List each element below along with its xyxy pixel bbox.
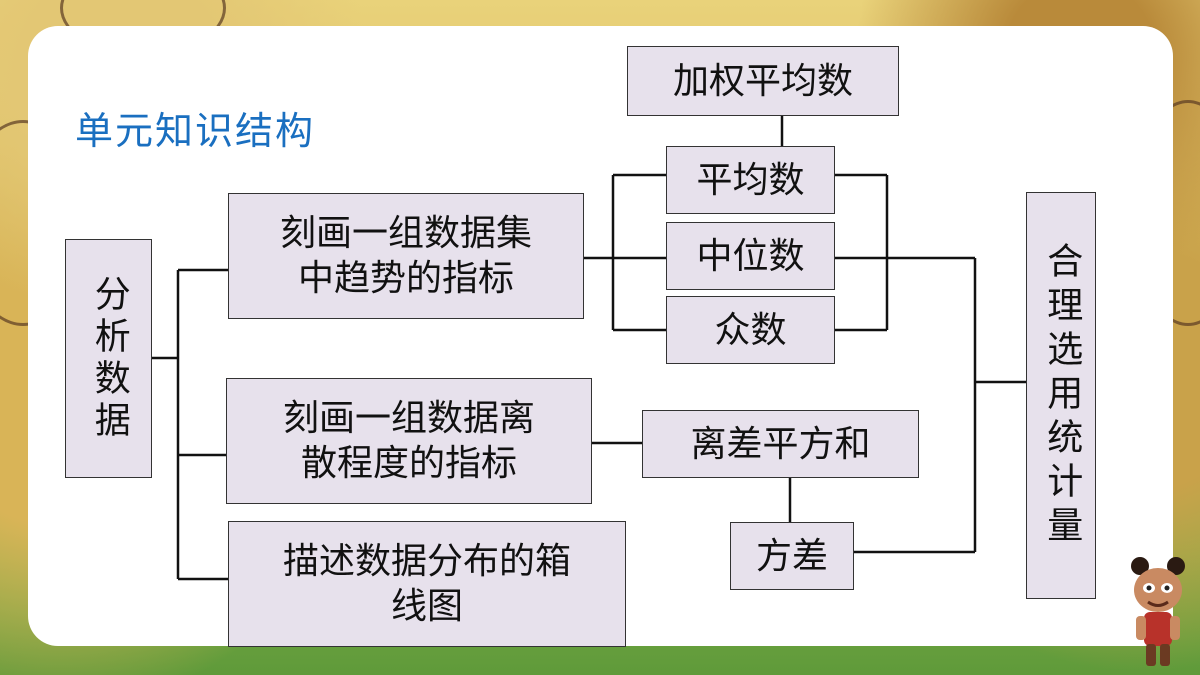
node-central-tendency-line1: 刻画一组数据集	[279, 213, 532, 254]
timestamp-text: 2026年4月14日 星期二19时34分16秒	[750, 624, 1014, 642]
cartoon-character-icon	[1131, 557, 1185, 666]
node-sum-squared-deviation: 离差平方和	[642, 410, 919, 478]
section-heading: 单元知识结构	[75, 109, 316, 153]
node-analyze-data: 分析数据	[65, 239, 152, 478]
node-central-tendency-line2: 中趋势的指标	[297, 258, 514, 299]
node-boxplot-line2: 线图	[390, 586, 463, 627]
node-mean: 平均数	[666, 146, 835, 214]
node-central-tendency: 刻画一组数据集 中趋势的指标	[228, 193, 584, 319]
node-dispersion: 刻画一组数据离 散程度的指标	[226, 378, 592, 504]
node-weighted-mean: 加权平均数	[627, 46, 899, 116]
node-dispersion-line2: 散程度的指标	[300, 443, 517, 484]
node-choose-statistics-label: 合理选用统计量	[1041, 241, 1083, 550]
node-analyze-data-label: 分析数据	[88, 274, 130, 443]
node-dispersion-line1: 刻画一组数据离	[282, 398, 535, 439]
node-variance: 方差	[730, 522, 854, 590]
node-boxplot: 描述数据分布的箱 线图	[228, 521, 626, 647]
node-boxplot-line1: 描述数据分布的箱	[282, 541, 571, 582]
node-mode: 众数	[666, 296, 835, 364]
node-median: 中位数	[666, 222, 835, 290]
node-choose-statistics: 合理选用统计量	[1026, 192, 1096, 599]
